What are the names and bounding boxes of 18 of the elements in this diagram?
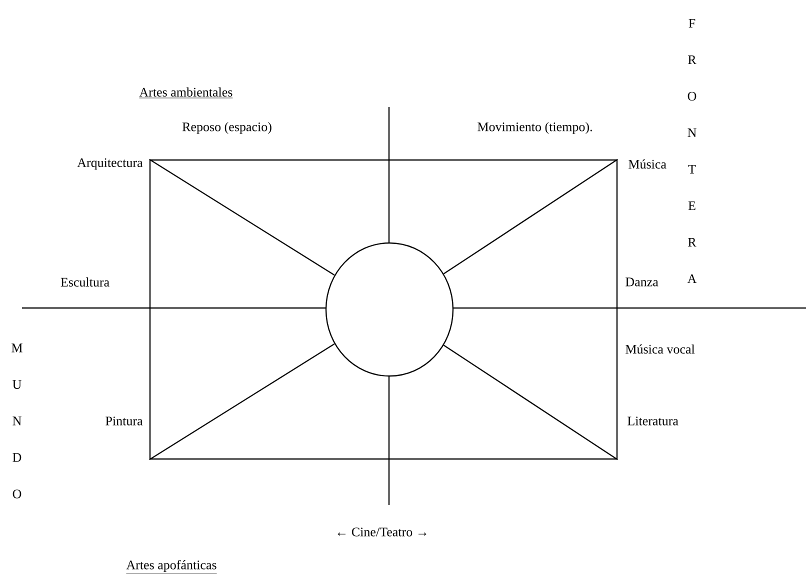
text-label: Danza	[626, 278, 658, 286]
connector-line	[443, 344, 618, 460]
vertical-label: F R O N T E R A	[687, 19, 697, 283]
vertical-label: M U N D O	[12, 344, 22, 498]
text-label: Escultura	[60, 277, 110, 287]
text-label: Reposo (espacio)	[182, 122, 272, 134]
text-label: Literatura	[628, 416, 678, 426]
heading-label: Artes ambientales	[139, 87, 233, 98]
text-label: ← Cine/Teatro →	[338, 528, 426, 536]
connector-line	[149, 343, 335, 460]
heading-label: Artes apofánticas	[126, 560, 217, 574]
text-label: Música	[628, 159, 666, 169]
text-label: Pintura	[106, 416, 143, 426]
frame-rectangle	[149, 159, 618, 460]
text-label: Arquitectura	[77, 158, 143, 170]
center-circle	[325, 242, 454, 377]
text-label: Música vocal	[626, 344, 695, 354]
text-label: Movimiento (tiempo).	[478, 122, 592, 134]
